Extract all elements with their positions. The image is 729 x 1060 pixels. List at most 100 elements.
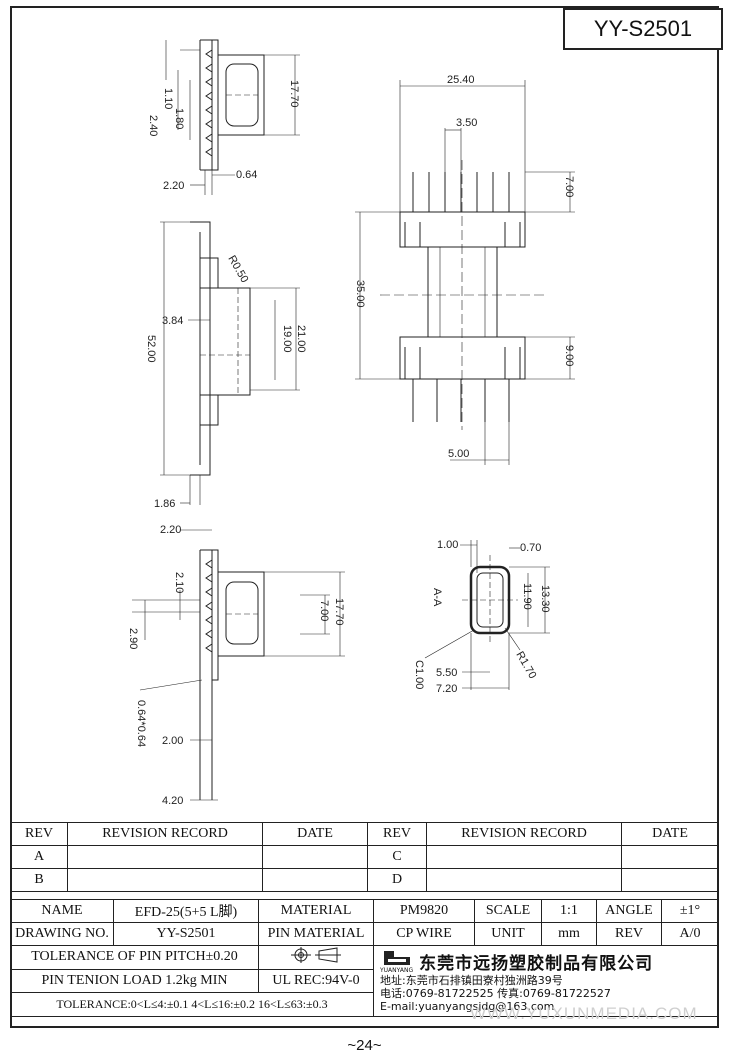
pin-material-label: PIN MATERIAL xyxy=(258,922,374,946)
material-label: MATERIAL xyxy=(258,899,374,923)
dim-13-30: 13.30 xyxy=(539,585,551,613)
company-logo: YUANYANG xyxy=(380,949,413,974)
dim-2-90: 2.90 xyxy=(127,628,139,649)
date-header: DATE xyxy=(262,822,368,846)
dim-0-64x0-64: 0.64*0.64 xyxy=(135,700,147,747)
rev-cell: C xyxy=(367,845,427,869)
revision-row: A C xyxy=(10,845,719,869)
name-value: EFD-25(5+5 L脚) xyxy=(113,899,259,923)
date-cell xyxy=(621,845,719,869)
record-cell xyxy=(426,845,622,869)
dim-7-20: 7.20 xyxy=(436,683,457,695)
logo-text: YUANYANG xyxy=(380,967,414,974)
dim-9-00: 9.00 xyxy=(563,345,575,366)
tolerance: TOLERANCE:0<L≤4:±0.1 4<L≤16:±0.2 16<L≤63… xyxy=(10,992,374,1017)
company-address: 地址:东莞市石排镇田寮村独洲路39号 xyxy=(380,974,563,987)
rev-header-2: REV xyxy=(367,822,427,846)
section-label: A-A xyxy=(431,588,443,607)
scale-value: 1:1 xyxy=(541,899,597,923)
company-cell: YUANYANG 东莞市远扬塑胶制品有限公司 地址:东莞市石排镇田寮村独洲路39… xyxy=(373,945,719,1017)
rev-header: REV xyxy=(10,822,68,846)
revision-header-row: REV REVISION RECORD DATE REV REVISION RE… xyxy=(10,822,719,846)
projection-symbol xyxy=(258,945,374,970)
dim-0-70: 0.70 xyxy=(520,542,541,554)
spec-row-2: DRAWING NO. YY-S2501 PIN MATERIAL CP WIR… xyxy=(10,922,719,946)
yuanyang-logo-icon xyxy=(383,951,410,965)
dim-1-80: 1.80 xyxy=(173,108,185,129)
projection-icon xyxy=(291,946,341,963)
rev-cell: B xyxy=(10,868,68,892)
revision-record-header: REVISION RECORD xyxy=(67,822,263,846)
drawing-frame xyxy=(10,6,719,1028)
dim-5-00: 5.00 xyxy=(448,448,469,460)
part-number: YY-S2501 xyxy=(593,16,693,41)
dim-5-50: 5.50 xyxy=(436,667,457,679)
dim-35-00: 35.00 xyxy=(354,280,366,308)
pin-tension-load: PIN TENION LOAD 1.2kg MIN xyxy=(10,968,259,994)
date-cell xyxy=(621,868,719,892)
angle-label: ANGLE xyxy=(596,899,662,923)
company-email: E-mail:yuanyangsjdg@163.com xyxy=(380,1000,555,1013)
drawing-no-label: DRAWING NO. xyxy=(10,922,114,946)
dim-r0-50: R0.50 xyxy=(225,254,250,285)
record-cell xyxy=(67,868,263,892)
part-number-box: YY-S2501 xyxy=(563,8,723,50)
name-label: NAME xyxy=(10,899,114,923)
dim-7-00-f: 7.00 xyxy=(563,176,575,197)
rev-cell: A xyxy=(10,845,68,869)
rev-label: REV xyxy=(596,922,662,946)
dim-1-86: 1.86 xyxy=(154,498,175,510)
watermark: WWW.YUXUNMEDIA.COM xyxy=(470,1004,698,1023)
pin-material-value: CP WIRE xyxy=(373,922,475,946)
front-view xyxy=(355,80,575,465)
dim-c1-00: C1.00 xyxy=(413,660,425,689)
dim-52-00: 52.00 xyxy=(145,335,157,363)
dim-21-00: 21.00 xyxy=(295,325,307,353)
dim-2-20-b: 2.20 xyxy=(160,524,181,536)
dim-11-90: 11.90 xyxy=(521,583,533,610)
unit-label: UNIT xyxy=(474,922,542,946)
dim-2-00: 2.00 xyxy=(162,735,183,747)
side-view xyxy=(160,221,300,505)
rev-cell: D xyxy=(367,868,427,892)
unit-value: mm xyxy=(541,922,597,946)
dim-4-20: 4.20 xyxy=(162,795,183,807)
dim-0-64: 0.64 xyxy=(236,169,257,181)
company-name: 东莞市远扬塑胶制品有限公司 xyxy=(419,954,654,974)
dim-2-40: 2.40 xyxy=(147,115,159,136)
date-cell xyxy=(262,845,368,869)
dim-17-70: 17.70 xyxy=(288,80,300,108)
spec-row-5: TOLERANCE:0<L≤4:±0.1 4<L≤16:±0.2 16<L≤63… xyxy=(10,992,719,1017)
angle-value: ±1° xyxy=(661,899,719,923)
date-cell xyxy=(262,868,368,892)
ul-rec: UL REC:94V-0 xyxy=(258,968,374,994)
dim-25-40: 25.40 xyxy=(447,74,475,86)
record-cell xyxy=(67,845,263,869)
company-header: YUANYANG 东莞市远扬塑胶制品有限公司 xyxy=(380,949,712,974)
revision-record-header-2: REVISION RECORD xyxy=(426,822,622,846)
drawing-no-value: YY-S2501 xyxy=(113,922,259,946)
technical-drawing: 1.10 1.80 2.40 17.70 0.64 2.20 R0.50 3.8… xyxy=(127,39,575,807)
revision-table: REV REVISION RECORD DATE REV REVISION RE… xyxy=(10,822,719,892)
bottom-view xyxy=(132,529,345,801)
scale-label: SCALE xyxy=(474,899,542,923)
dim-1-00: 1.00 xyxy=(437,539,458,551)
company-phone: 电话:0769-81722525 传真:0769-81722527 xyxy=(380,987,611,1000)
dim-19-00: 19.00 xyxy=(281,325,293,353)
top-view xyxy=(165,39,300,195)
dim-17-70-b: 17.70 xyxy=(333,598,345,626)
record-cell xyxy=(426,868,622,892)
dim-2-20: 2.20 xyxy=(163,180,184,192)
spec-row-1: NAME EFD-25(5+5 L脚) MATERIAL PM9820 SCAL… xyxy=(10,899,719,923)
dim-r1-70: R1.70 xyxy=(513,650,538,681)
material-value: PM9820 xyxy=(373,899,475,923)
date-header-2: DATE xyxy=(621,822,719,846)
rev-value: A/0 xyxy=(661,922,719,946)
dim-3-84: 3.84 xyxy=(162,315,183,327)
revision-row: B D xyxy=(10,868,719,892)
dim-7-00: 7.00 xyxy=(318,600,330,621)
page-number: ~24~ xyxy=(347,1037,382,1054)
section-a-a xyxy=(424,540,550,690)
tolerance-pin-pitch: TOLERANCE OF PIN PITCH±0.20 xyxy=(10,945,259,970)
dim-3-50: 3.50 xyxy=(456,117,477,129)
